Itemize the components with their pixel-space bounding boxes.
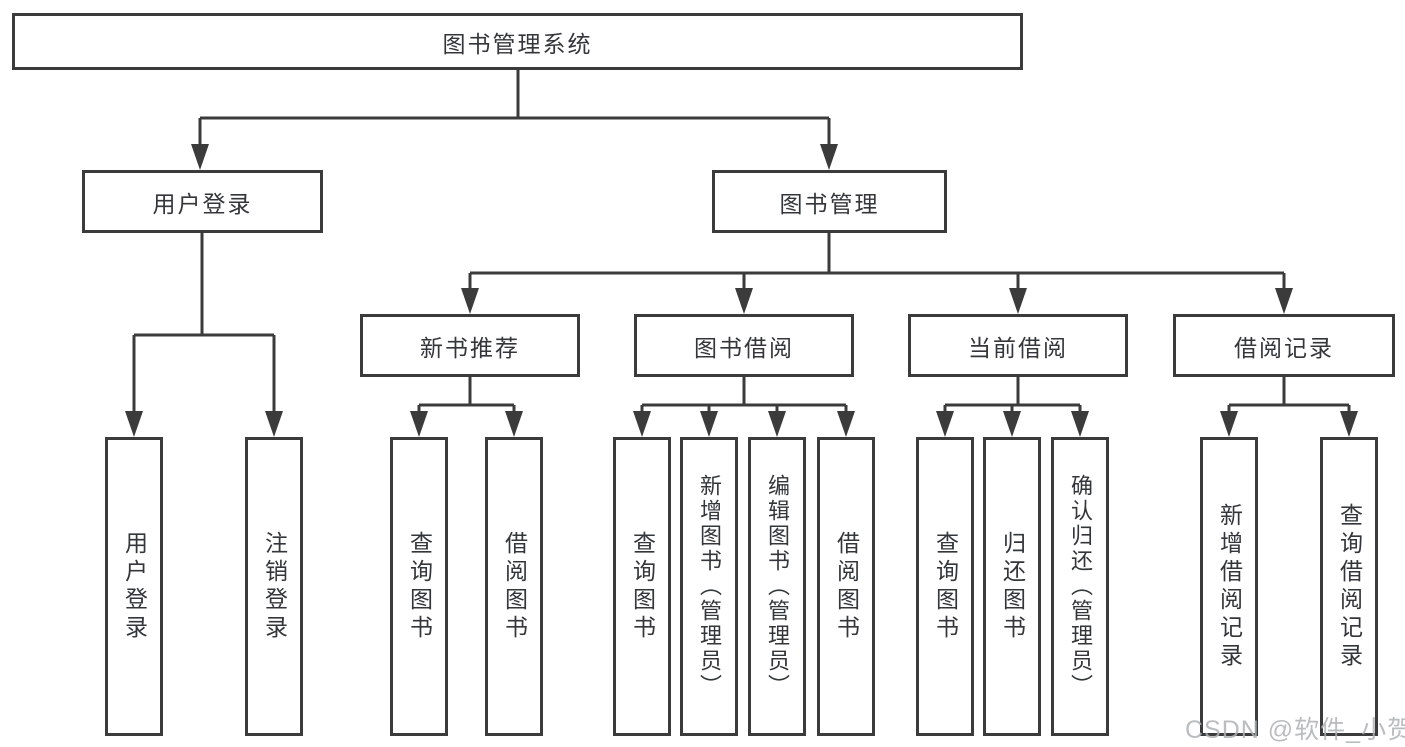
connector-root — [198, 70, 831, 148]
node-borrow-records: 借阅记录 — [1173, 314, 1395, 377]
connector-new-book-recommend — [417, 377, 516, 414]
node-recommend-borrow-books: 借阅图书 — [485, 437, 543, 736]
connector-borrow-records — [1227, 377, 1351, 414]
node-library-management-system: 图书管理系统 — [12, 13, 1023, 70]
node-user-login: 用户登录 — [82, 170, 323, 233]
node-borrow-books-action: 借阅图书 — [817, 437, 875, 736]
node-add-borrow-record: 新增借阅记录 — [1200, 437, 1258, 736]
csdn-watermark: CSDN @软件_小贺同学 — [1185, 716, 1405, 744]
node-user-login-action: 用户登录 — [105, 437, 163, 736]
node-current-borrow: 当前借阅 — [908, 314, 1128, 377]
connector-book-borrow — [640, 377, 848, 414]
node-recommend-query-books: 查询图书 — [390, 437, 448, 736]
node-book-borrow: 图书借阅 — [634, 314, 854, 377]
arrowheads — [125, 144, 1358, 437]
node-book-management: 图书管理 — [712, 170, 947, 233]
node-return-books: 归还图书 — [983, 437, 1041, 736]
node-current-query-books: 查询图书 — [916, 437, 974, 736]
connector-current-borrow — [943, 377, 1082, 414]
node-edit-books-admin: 编辑图书（管理员） — [748, 437, 806, 736]
node-query-borrow-record: 查询借阅记录 — [1320, 437, 1378, 736]
connector-user-login — [132, 233, 276, 414]
node-add-books-admin: 新增图书（管理员） — [680, 437, 738, 736]
node-borrow-query-books: 查询图书 — [613, 437, 671, 736]
node-confirm-return-admin: 确认归还（管理员） — [1051, 437, 1109, 736]
node-new-book-recommend: 新书推荐 — [360, 314, 580, 377]
connector-book-management — [468, 233, 1286, 291]
node-logout-action: 注销登录 — [245, 437, 303, 736]
